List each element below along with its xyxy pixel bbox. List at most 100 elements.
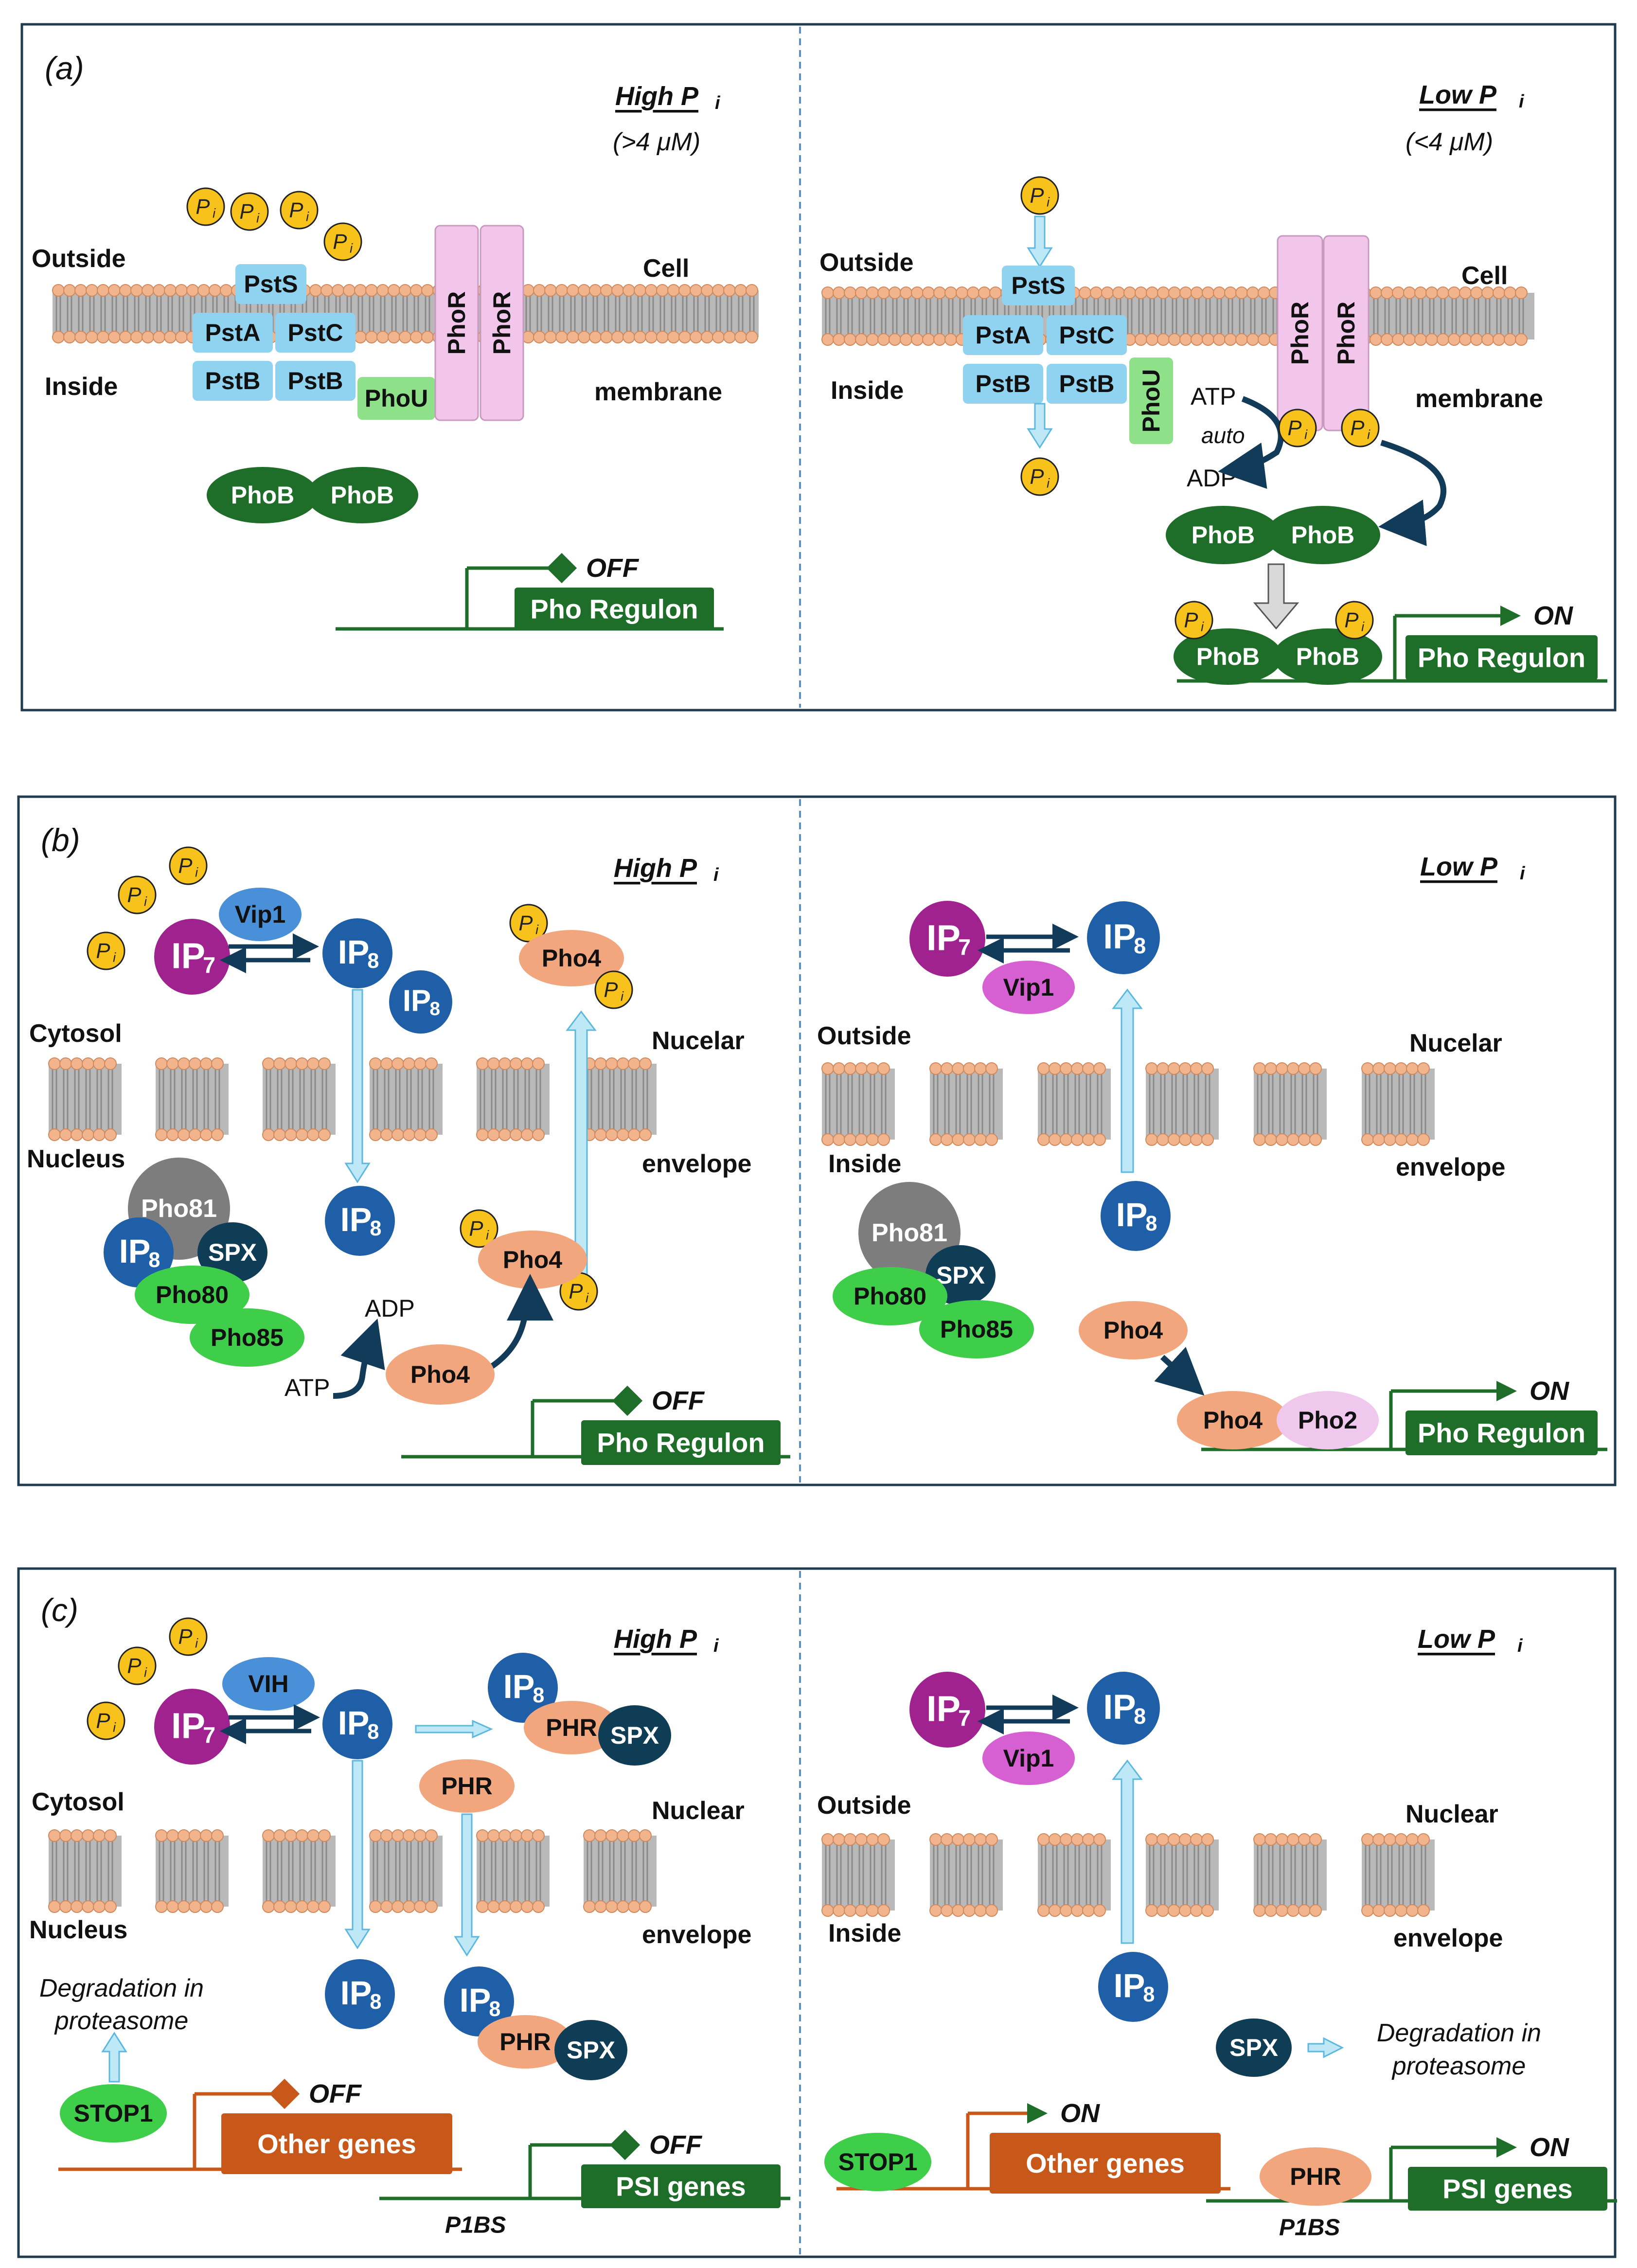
condition-subscript: i (1517, 1636, 1523, 1656)
envelope-segment (48, 1829, 122, 1913)
stop1-protein-label: STOP1 (73, 2100, 153, 2127)
pho80-protein: Pho80 (833, 1267, 947, 1325)
pho2-protein-label: Pho2 (1298, 1407, 1357, 1434)
label: ATP (1191, 383, 1236, 410)
ip8-molecule: IP8 (1087, 901, 1160, 974)
label: envelope (1396, 1153, 1505, 1181)
spx-domain-label: SPX (208, 1239, 257, 1266)
phoB-protein-label: PhoB (1196, 643, 1260, 670)
phoU-protein: PhoU (1129, 357, 1173, 444)
envelope-segment (1145, 1833, 1219, 1917)
envelope-segment (1145, 1062, 1219, 1146)
ip-glyph: IP (119, 1233, 151, 1270)
label: envelope (642, 1150, 751, 1178)
label: ADP (1187, 464, 1237, 492)
auto-phosphorylation-arrow (1218, 396, 1284, 489)
phosphate-subscript: i (586, 1290, 589, 1305)
phoB-protein-label: PhoB (1291, 521, 1355, 549)
spx-domain-label: SPX (936, 1262, 985, 1289)
phosphate-subscript: i (535, 922, 539, 937)
phosphate-glyph: P (239, 200, 253, 224)
pstC-protein-label: PstC (288, 319, 343, 346)
status-label: ON (1060, 2099, 1100, 2128)
phr-protein: PHR (1260, 2147, 1371, 2206)
phosphate-glyph: P (1184, 608, 1198, 632)
condition-title-text: Low P (1419, 80, 1497, 109)
phr-protein: PHR (524, 1701, 619, 1754)
phosphate-glyph: P (178, 1625, 192, 1649)
condition-subscript: i (1520, 863, 1526, 884)
spx-domain: SPX (598, 1705, 671, 1766)
ip8-molecule: IP8 (104, 1217, 174, 1287)
spx-domain-label: SPX (567, 2036, 615, 2064)
phosphate-subscript: i (1361, 619, 1365, 634)
gene-label: PSI genes (1442, 2174, 1573, 2204)
envelope-segment (1361, 1062, 1435, 1146)
condition-title-text: High P (615, 82, 699, 111)
label: ADP (365, 1295, 415, 1322)
ip-subscript: 8 (367, 1720, 379, 1744)
pho4-import-arrow (1154, 1347, 1205, 1396)
pstB-protein: PstB (1047, 364, 1127, 404)
phosphate-subscript: i (195, 1636, 198, 1650)
envelope-segment (1361, 1833, 1435, 1917)
equilibrium-arrows (978, 1695, 1079, 1734)
label: Cell (643, 254, 689, 283)
phr-protein: PHR (419, 1759, 515, 1813)
envelope-segment (155, 1829, 229, 1913)
phoB-protein: PhoB (207, 467, 319, 523)
envelope-segment (929, 1833, 1003, 1917)
ip8-molecule: IP8 (325, 1186, 395, 1256)
pho2-protein: Pho2 (1277, 1391, 1379, 1449)
ip-glyph: IP (1116, 1197, 1148, 1233)
phosphate-glyph: P (289, 198, 303, 222)
phosphate-glyph: P (127, 883, 141, 907)
pho4-protein: Pho4 (478, 1231, 587, 1289)
label: Degradation in (39, 1974, 204, 2002)
condition-title-text: High P (614, 1625, 697, 1654)
pstS-protein-label: PstS (244, 270, 298, 298)
envelope-segment (262, 1057, 336, 1141)
envelope-segment (821, 1833, 895, 1917)
label: Inside (45, 373, 118, 401)
pstC-protein: PstC (1047, 315, 1127, 355)
label: Cytosol (29, 1019, 122, 1048)
phoB-protein: PhoB (306, 467, 418, 523)
phosphate-subscript: i (1304, 427, 1308, 442)
phoR-protein-label: PhoR (1286, 302, 1314, 365)
phosphate-glyph: P (1287, 416, 1301, 440)
transport-arrow (344, 1760, 371, 1949)
gene-label: Pho Regulon (1418, 1418, 1585, 1448)
cell-membrane-low (821, 286, 1534, 346)
ip-subscript: 8 (1134, 1704, 1146, 1729)
vip1-enzyme-label: Vip1 (1003, 974, 1054, 1001)
phoB-protein: PhoB (1174, 628, 1282, 685)
condition-title-text: Low P (1420, 852, 1498, 881)
ip-glyph: IP (926, 918, 961, 958)
label: Inside (831, 376, 904, 405)
envelope-segment (369, 1057, 443, 1141)
envelope-segment (1253, 1833, 1327, 1917)
pho4-protein: Pho4 (519, 930, 624, 986)
pho4-protein-label: Pho4 (1203, 1407, 1263, 1434)
phosphate-subscript: i (144, 894, 147, 909)
label: Degradation in (1377, 2019, 1541, 2047)
phoB-protein: PhoB (1166, 506, 1281, 564)
transport-arrow (101, 2032, 127, 2083)
ip7-molecule: IP7 (154, 919, 230, 995)
ip-glyph: IP (340, 1201, 372, 1238)
pho85-protein: Pho85 (919, 1300, 1034, 1358)
